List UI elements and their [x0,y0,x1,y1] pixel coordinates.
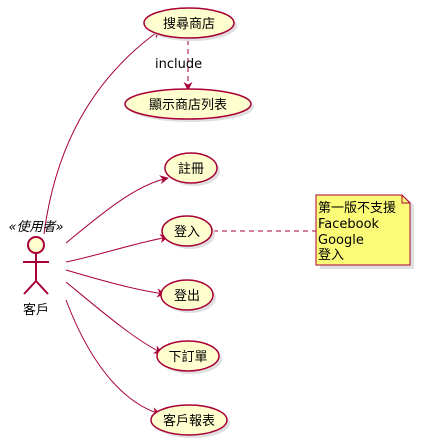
actor-stereotype: «使用者» [8,220,63,235]
note-fold [401,195,410,204]
usecase-show-store-list-label: 顯示商店列表 [149,98,227,113]
usecase-login-label: 登入 [174,225,200,240]
usecase-logout[interactable]: 登出 [160,279,216,313]
actor-name: 客戶 [23,302,49,318]
note-shape [315,194,411,266]
usecase-search-store[interactable]: 搜尋商店 [143,7,237,41]
association-edges [43,29,316,416]
usecase-login[interactable]: 登入 [161,215,215,249]
edge-actor-customer-report [65,299,161,416]
stick-figure-icon [23,236,49,295]
edge-actor-register [65,175,169,244]
edge-actor-logout [65,269,166,298]
usecase-customer-report-label: 客戶報表 [163,413,215,429]
usecase-place-order[interactable]: 下訂單 [156,340,222,374]
usecase-register[interactable]: 註冊 [164,152,220,186]
include-label: include [155,57,202,72]
edge-actor-place-order [65,281,163,354]
note-line-2: Facebook [318,217,380,232]
note-line-1: 第一版不支援 [318,201,396,216]
usecase-place-order-label: 下訂單 [168,349,207,365]
actor-customer: «使用者» 客戶 [8,220,63,318]
edge-actor-login [65,234,169,263]
note-login: 第一版不支援 Facebook Google 登入 [315,194,414,269]
usecase-register-label: 註冊 [178,162,204,177]
note-line-3: Google [318,233,364,248]
usecase-show-store-list[interactable]: 顯示商店列表 [124,88,254,122]
usecase-logout-label: 登出 [174,289,200,304]
usecase-search-store-label: 搜尋商店 [163,17,215,32]
usecase-customer-report[interactable]: 客戶報表 [150,404,230,438]
note-line-4: 登入 [318,248,344,263]
edge-actor-search-store [43,29,161,235]
